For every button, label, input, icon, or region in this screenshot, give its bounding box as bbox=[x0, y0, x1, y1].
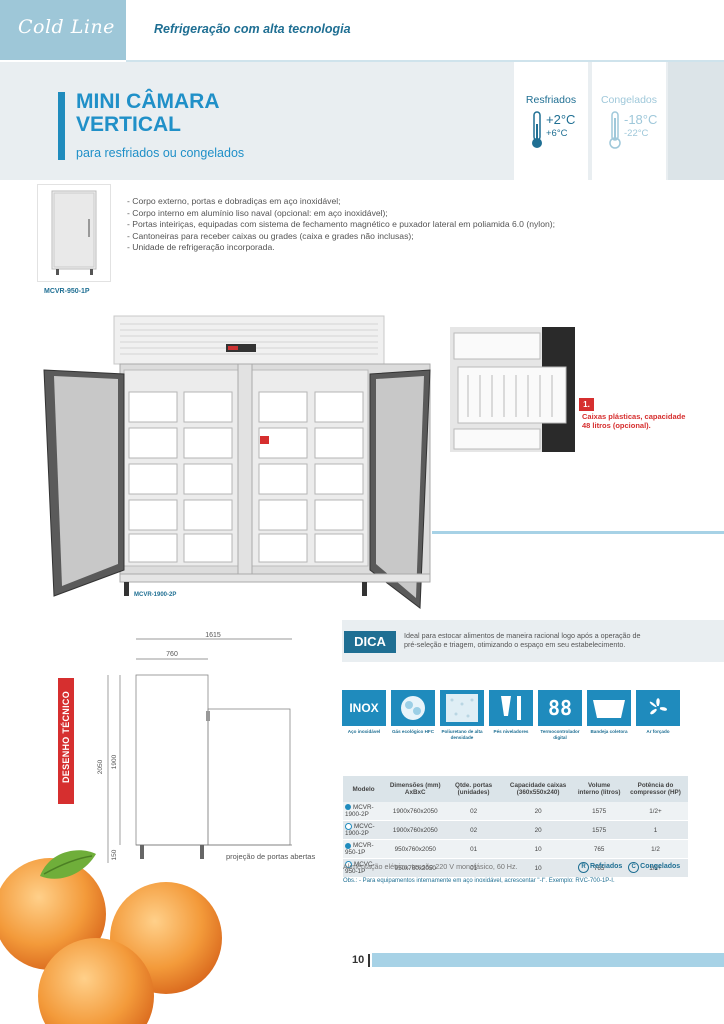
column-header: Qtde. portas (unidades) bbox=[446, 776, 501, 802]
table-row: MCVC-950-1P 950x760x2050 01 10 765 1/2+ bbox=[343, 858, 688, 879]
feature-item: - Corpo interno em alumínio liso naval (… bbox=[127, 207, 388, 218]
thermometer-icon bbox=[532, 111, 542, 148]
temp-label-congelados: Congelados bbox=[600, 94, 658, 106]
product-title-line-1: MINI CÂMARA bbox=[76, 90, 220, 113]
inox-icon: INOX Aço inoxidável bbox=[342, 690, 386, 746]
header-divider bbox=[126, 60, 724, 62]
spec-table: Modelo Dimensões (mm) AxBxC Qtde. portas… bbox=[343, 776, 688, 879]
feature-item: - Corpo externo, portas e dobradiças em … bbox=[127, 196, 341, 206]
product-title-line-2: VERTICAL bbox=[76, 113, 181, 136]
table-header-row: Modelo Dimensões (mm) AxBxC Qtde. portas… bbox=[343, 776, 688, 802]
dim-feet-height: 150 bbox=[111, 849, 118, 860]
thermometer-icon bbox=[609, 111, 621, 149]
power-note: Alimentação elétrica: tensão 220 V monof… bbox=[343, 862, 518, 871]
temp-max-congelados: -18°C bbox=[624, 112, 658, 127]
apricots-image bbox=[0, 850, 222, 1024]
column-header: Dimensões (mm) AxBxC bbox=[384, 776, 447, 802]
technical-drawing-title: DESENHO TÉCNICO bbox=[61, 691, 71, 784]
crate-photo bbox=[450, 327, 575, 452]
column-header: Capacidade caixas (360x550x240) bbox=[500, 776, 576, 802]
temp-min-resfriados: +6°C bbox=[546, 128, 568, 139]
table-row: MCVC-1900-2P 1900x760x2050 02 20 1575 1 bbox=[343, 820, 688, 841]
dica-panel bbox=[342, 620, 724, 662]
model-bullet-icon bbox=[345, 842, 351, 849]
feature-item: - Cantoneiras para receber caixas ou gra… bbox=[127, 230, 414, 241]
brand-name: Cold Line bbox=[18, 16, 115, 38]
drip-tray-icon: Bandeja coletora bbox=[587, 690, 631, 746]
product-subtitle: para resfriados ou congelados bbox=[76, 146, 245, 160]
polyurethane-icon: Poliuretano de alta densidade bbox=[440, 690, 484, 746]
temp-label-resfriados: Resfriados bbox=[525, 94, 577, 106]
title-accent-bar bbox=[58, 92, 65, 160]
temp-min-congelados: -22°C bbox=[624, 128, 649, 139]
dim-total-width: 1615 bbox=[205, 632, 221, 639]
open-doors-note: projeção de portas abertas bbox=[226, 852, 316, 861]
forced-air-icon: Ar forçado bbox=[636, 690, 680, 746]
refrigerated-badge-icon: R bbox=[578, 862, 589, 873]
temp-max-resfriados: +2°C bbox=[546, 112, 576, 127]
feature-item: - Portas inteiriças, equipadas com siste… bbox=[127, 219, 555, 230]
model-bullet-icon bbox=[345, 804, 351, 811]
feature-icons-row: INOX Aço inoxidável Gás ecológico HFC Po… bbox=[342, 690, 687, 746]
footer-bar bbox=[372, 953, 724, 967]
dica-text: Ideal para estocar alimentos de maneira … bbox=[404, 631, 641, 649]
feature-item: - Unidade de refrigeração incorporada. bbox=[127, 242, 275, 253]
observation-note: Obs.: - Para equipamentos internamente e… bbox=[343, 878, 615, 884]
main-image-model-label: MCVR-1900-2P bbox=[134, 592, 177, 598]
feature-list: - Corpo externo, portas e dobradiças em … bbox=[127, 196, 597, 254]
divider-line bbox=[432, 531, 724, 534]
column-header: Modelo bbox=[343, 776, 385, 802]
model-bullet-icon bbox=[345, 823, 352, 830]
temp-box-resfriados: Resfriados +2°C +6°C bbox=[514, 62, 588, 180]
digital-thermostat-icon: 88 Termocontrolador digital bbox=[538, 690, 582, 746]
page-number-divider bbox=[368, 954, 370, 967]
hfc-gas-icon: Gás ecológico HFC bbox=[391, 690, 435, 746]
brand-logo: Cold Line bbox=[0, 0, 126, 60]
column-header: Volume interno (litros) bbox=[575, 776, 623, 802]
dim-total-height: 2050 bbox=[97, 759, 104, 774]
table-row: MCVR-950-1P 950x760x2050 01 10 765 1/2 bbox=[343, 839, 688, 860]
product-main-image bbox=[43, 315, 431, 609]
dica-badge: DICA bbox=[344, 631, 396, 653]
thumbnail-model-label: MCVR-950-1P bbox=[44, 288, 90, 295]
leveling-feet-icon: Pés niveladores bbox=[489, 690, 533, 746]
column-header: Potência do compressor (HP) bbox=[622, 776, 688, 802]
page-number: 10 bbox=[352, 954, 365, 966]
technical-drawing-band: DESENHO TÉCNICO bbox=[58, 678, 74, 804]
product-thumbnail bbox=[37, 184, 111, 282]
table-row: MCVR-1900-2P 1900x760x2050 02 20 1575 1/… bbox=[343, 802, 688, 821]
technical-drawing: 1615 760 2050 1900 150 bbox=[97, 632, 292, 863]
dim-body-width: 760 bbox=[166, 651, 178, 658]
temp-box-congelados: Congelados -18°C -22°C bbox=[592, 62, 666, 180]
callout-text: Caixas plásticas, capacidade 48 litros (… bbox=[582, 412, 686, 430]
frozen-badge-icon: C bbox=[628, 862, 640, 873]
callout-number: 1. bbox=[579, 398, 594, 411]
dim-body-height: 1900 bbox=[111, 754, 118, 769]
header-tagline: Refrigeração com alta tecnologia bbox=[154, 22, 351, 36]
